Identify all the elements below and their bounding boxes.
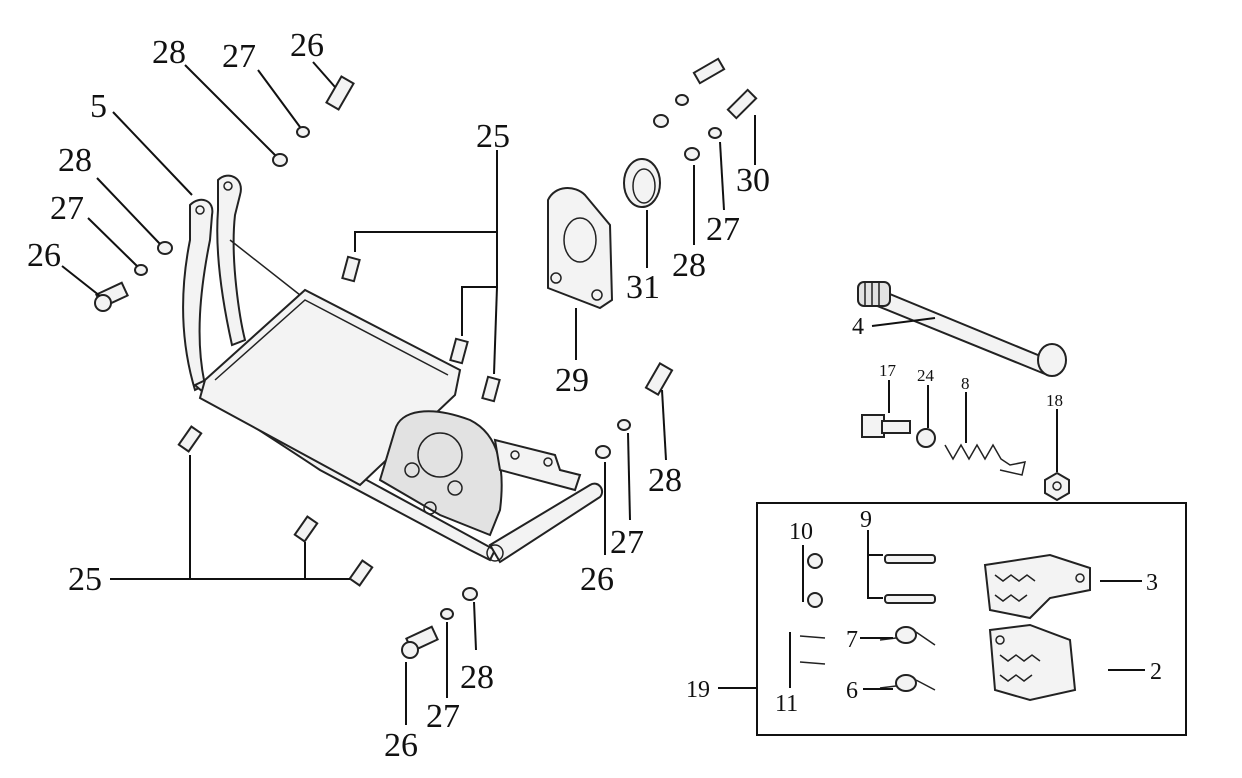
callout-4: 4 [852, 314, 864, 340]
callout-29: 29 [555, 362, 589, 399]
callout-28-top: 28 [152, 34, 186, 71]
kickstand-bolt-icon [861, 414, 936, 448]
callout-7: 7 [846, 627, 858, 653]
spring-icon [944, 443, 1026, 476]
callout-27-top: 27 [222, 38, 256, 75]
callout-10: 10 [789, 519, 813, 545]
callout-27-left: 27 [50, 190, 84, 227]
callout-28-mid: 28 [648, 462, 682, 499]
callout-26-left: 26 [27, 237, 61, 274]
callout-8: 8 [961, 374, 970, 393]
footpeg-spring-icon [879, 626, 936, 692]
kickstand-icon [857, 281, 1067, 377]
callouts: 26 27 28 5 28 27 26 25 25 29 31 28 27 30… [27, 27, 1162, 764]
callout-19: 19 [686, 677, 710, 703]
kit-box [756, 502, 1187, 736]
washer-icon [134, 94, 722, 620]
callout-11: 11 [775, 691, 798, 717]
callout-18: 18 [1046, 391, 1063, 410]
footpeg-icon [983, 553, 1091, 702]
callout-26-bottom: 26 [384, 727, 418, 764]
callout-28-bottom: 28 [460, 659, 494, 696]
bracket-plate-icon [547, 187, 614, 310]
callout-26-mid: 26 [580, 561, 614, 598]
pin-icon [799, 553, 936, 665]
subframe-icon [182, 174, 604, 564]
callout-26-top: 26 [290, 27, 324, 64]
leader-lines [61, 61, 1145, 725]
nut-icon [1044, 471, 1070, 502]
bolt-icon [94, 57, 758, 659]
callout-25-bottom: 25 [68, 561, 102, 598]
callout-28-left: 28 [58, 142, 92, 179]
callout-9: 9 [860, 507, 872, 533]
callout-3: 3 [1146, 570, 1158, 596]
callout-25-top: 25 [476, 118, 510, 155]
callout-31: 31 [626, 269, 660, 306]
callout-17: 17 [879, 361, 897, 380]
ring-icon [623, 158, 661, 208]
callout-28-upper-right: 28 [672, 247, 706, 284]
callout-2: 2 [1150, 659, 1162, 685]
callout-6: 6 [846, 678, 858, 704]
callout-30: 30 [736, 162, 770, 199]
callout-27-mid: 27 [610, 524, 644, 561]
callout-27-upper-right: 27 [706, 211, 740, 248]
callout-24: 24 [917, 366, 935, 385]
callout-27-bottom: 27 [426, 698, 460, 735]
callout-5: 5 [90, 88, 107, 125]
